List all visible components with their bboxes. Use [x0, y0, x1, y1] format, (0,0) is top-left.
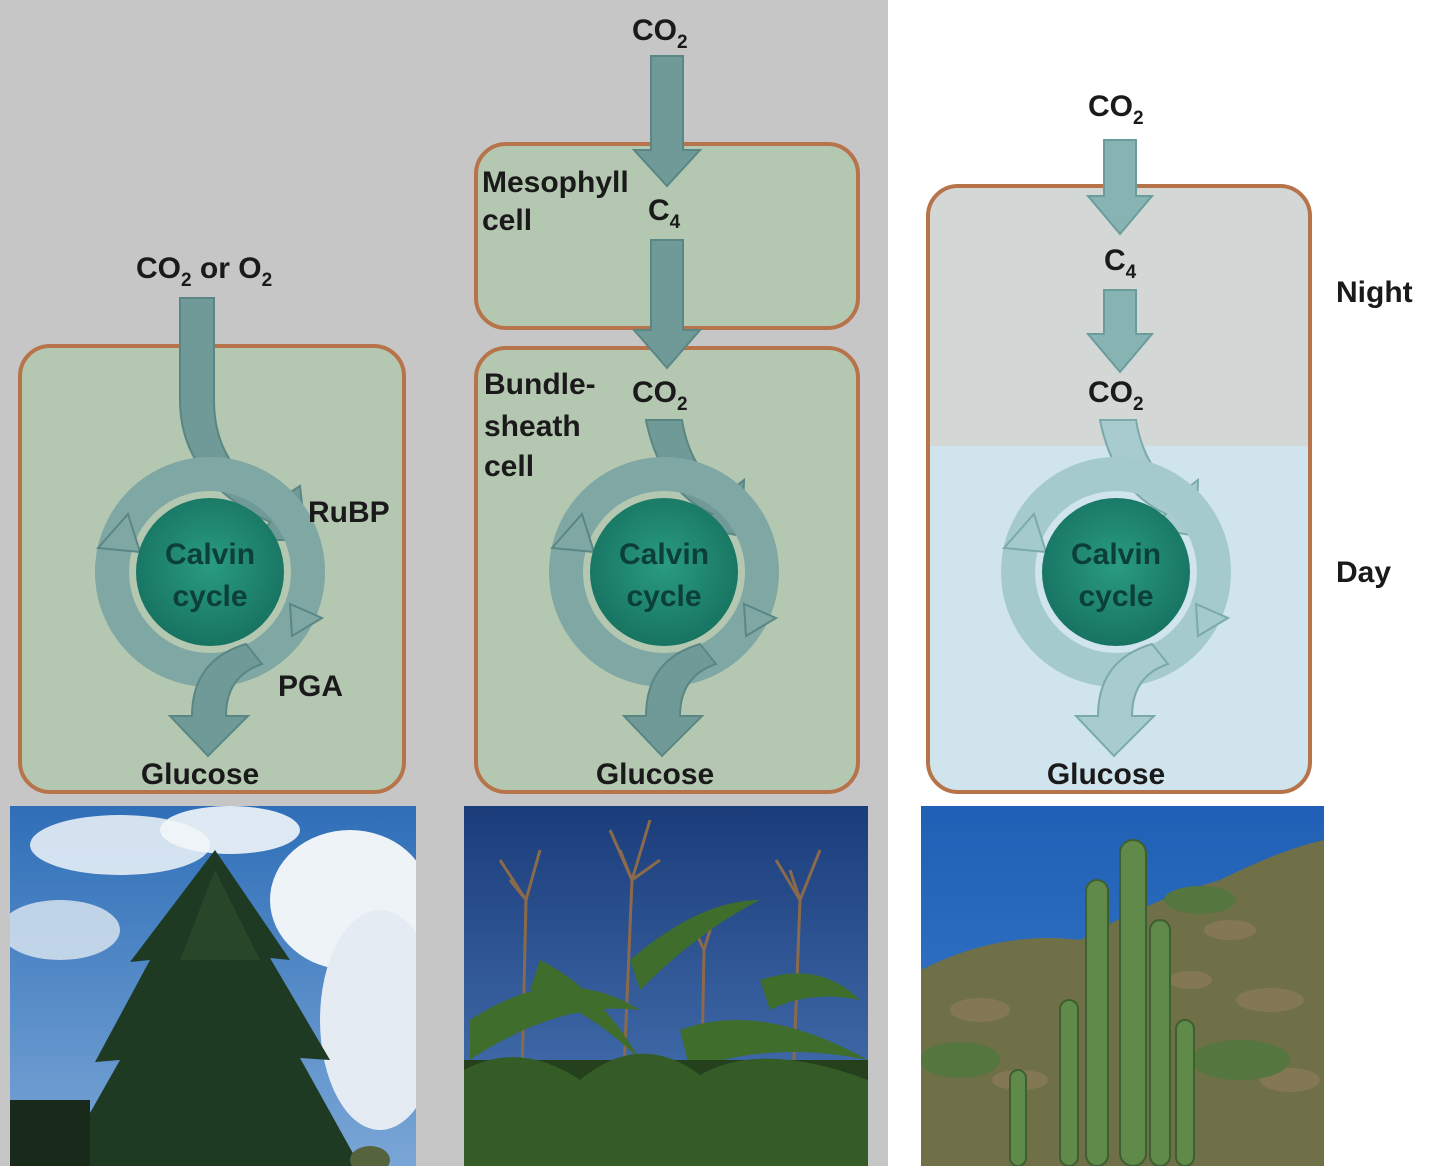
c3-output-label: Glucose [141, 758, 259, 791]
cam-day-label: Day [1336, 556, 1391, 589]
c4-output-arrow [621, 642, 718, 758]
cam-input-arrow [1085, 139, 1155, 236]
corn-field-photo [464, 806, 868, 1166]
cam-output-arrow [1073, 642, 1170, 758]
c4-output-label: Glucose [596, 758, 714, 791]
c3-cycle-label-1: Calvin [165, 538, 255, 571]
c4-c4-label: C4 [648, 194, 681, 233]
cam-night-label: Night [1336, 276, 1413, 309]
c4-transfer-arrow [631, 239, 703, 370]
cam-cycle-arrowhead-right [1194, 602, 1231, 638]
cam-cycle-core [1042, 498, 1190, 646]
c4-co2-label: CO2 [632, 376, 688, 415]
conifer-tree-photo [10, 806, 416, 1166]
c3-cycle-core [136, 498, 284, 646]
c4-cycle-arrowhead-right [742, 602, 779, 638]
c4-cycle-label-2: cycle [626, 580, 701, 613]
cam-input-label: CO2 [1088, 90, 1144, 129]
c4-bundle-label-2: sheath [484, 410, 581, 443]
c3-column: CO2 or O2 RuBP PGA Calvin cycle Glucose [10, 252, 416, 1166]
c4-cycle-core [590, 498, 738, 646]
c4-cycle-arrowhead-left [549, 512, 596, 554]
c3-rubp-label: RuBP [308, 496, 390, 529]
c4-input-arrow [631, 55, 703, 188]
cactus-desert-photo [921, 806, 1324, 1166]
c3-cycle-arrowhead-right [288, 602, 325, 638]
c3-cycle-label-2: cycle [172, 580, 247, 613]
cam-c4-label: C4 [1104, 244, 1137, 283]
c3-output-arrow [167, 642, 264, 758]
c3-cycle-arrowhead-left [95, 512, 142, 554]
c4-cycle-label-1: Calvin [619, 538, 709, 571]
c4-mesophyll-label-1: Mesophyll [482, 166, 629, 199]
c4-input-label: CO2 [632, 14, 688, 53]
c4-column: CO2 Mesophyll cell C4 Bundle- sheath cel… [464, 14, 868, 1166]
cam-cycle-arrowhead-left [1001, 512, 1048, 554]
cam-output-label: Glucose [1047, 758, 1165, 791]
cam-co2-label: CO2 [1088, 376, 1144, 415]
cam-cycle-label-2: cycle [1078, 580, 1153, 613]
c3-pga-label: PGA [278, 670, 343, 703]
c4-bundle-label-3: cell [484, 450, 534, 483]
cam-column: CO2 C4 CO2 Night Day Calvin cycle Glucos… [921, 90, 1413, 1166]
cam-cycle-label-1: Calvin [1071, 538, 1161, 571]
cam-transfer-arrow [1085, 289, 1155, 374]
c3-input-label: CO2 or O2 [136, 252, 272, 291]
c4-bundle-label-1: Bundle- [484, 368, 596, 401]
c4-mesophyll-label-2: cell [482, 204, 532, 237]
